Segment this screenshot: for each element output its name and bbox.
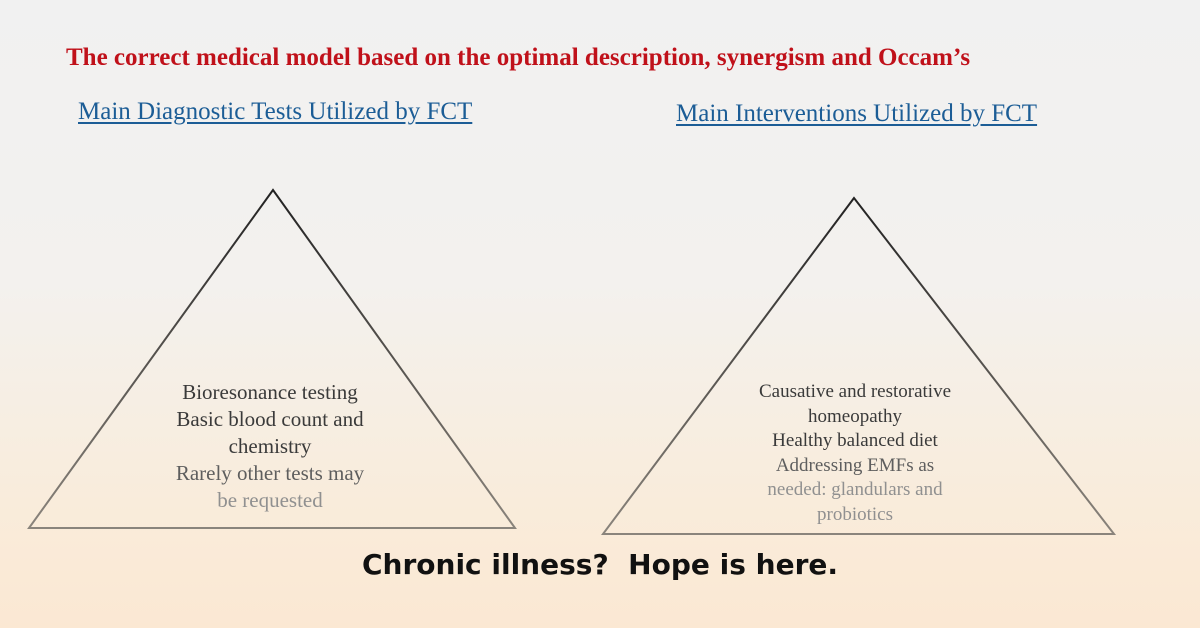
diagram-title: The correct medical model based on the o…: [66, 44, 971, 71]
diagnostic-line-3: chemistry: [228, 434, 312, 458]
interventions-heading-link[interactable]: Main Interventions Utilized by FCT: [676, 100, 1038, 127]
intervention-line-2: homeopathy: [808, 405, 902, 427]
diagnostic-tests-heading-link[interactable]: Main Diagnostic Tests Utilized by FCT: [78, 98, 473, 125]
diagnostic-line-5: be requested: [217, 488, 323, 512]
interventions-list: Causative and restorative homeopathy Hea…: [720, 380, 990, 527]
diagnostic-line-2: Basic blood count and: [176, 407, 364, 431]
intervention-line-4: Addressing EMFs as: [775, 454, 935, 476]
intervention-line-5: needed: glandulars and: [767, 479, 943, 500]
diagnostic-tests-list: Bioresonance testing Basic blood count a…: [150, 379, 390, 514]
intervention-line-3: Healthy balanced diet: [772, 430, 938, 451]
caption-banner: Chronic illness? Hope is here.: [361, 548, 838, 581]
diagnostic-triangle: [27, 188, 517, 529]
interventions-triangle: [601, 196, 1117, 535]
intervention-line-6: probiotics: [817, 503, 893, 525]
diagnostic-line-1: Bioresonance testing: [182, 380, 358, 404]
diagnostic-line-4: Rarely other tests may: [175, 461, 365, 485]
intervention-line-1: Causative and restorative: [758, 381, 952, 402]
